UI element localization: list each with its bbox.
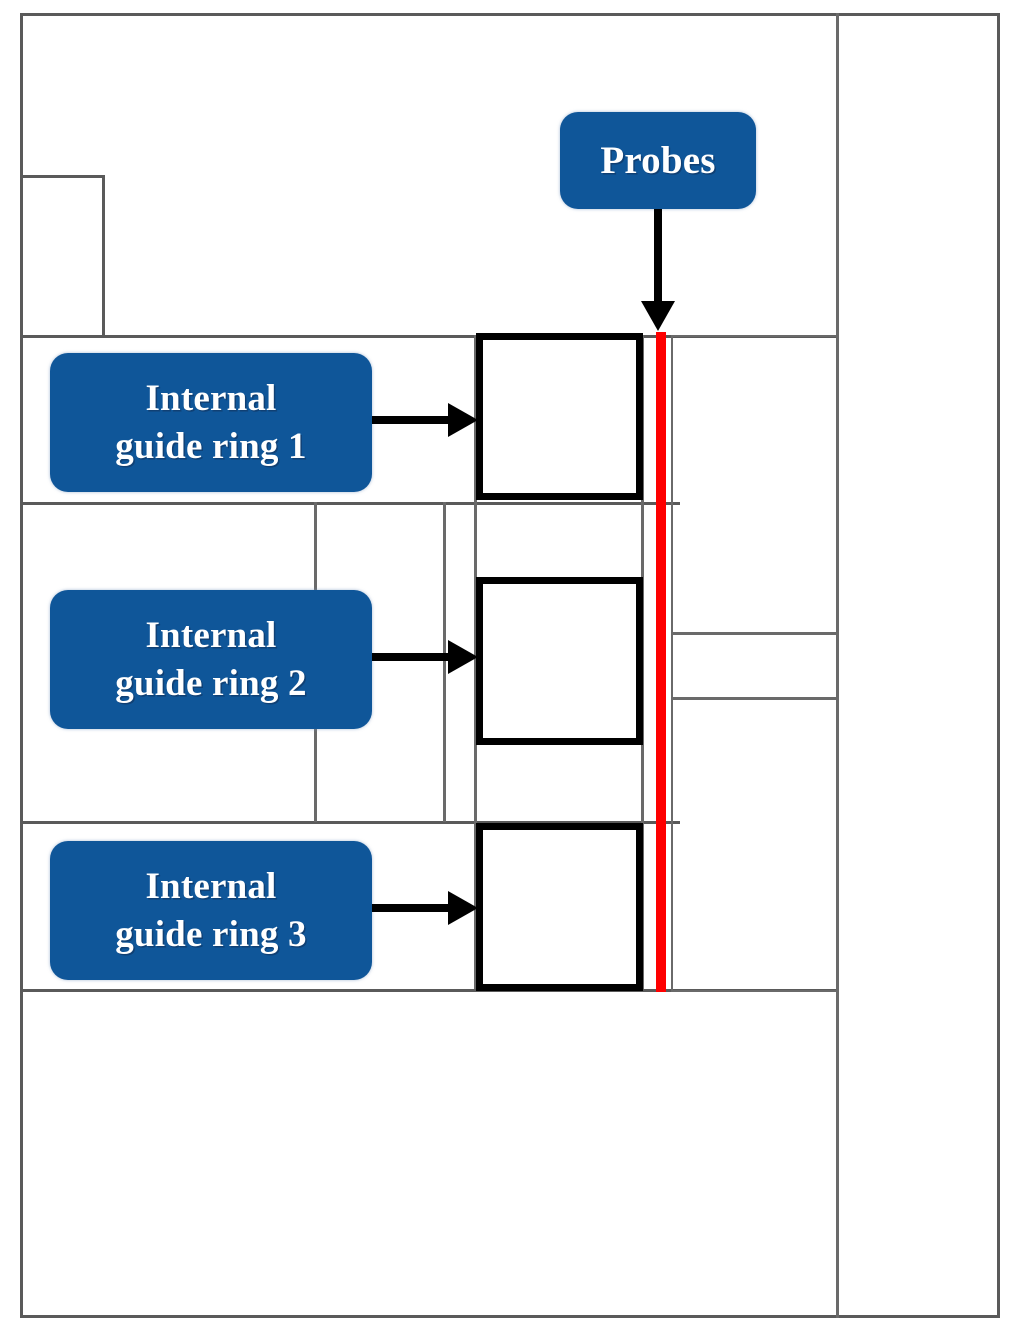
callout-internal-guide-ring-3[interactable]: Internal guide ring 3 xyxy=(50,841,372,980)
ring1-arrow-head xyxy=(448,403,478,437)
callout-probes[interactable]: Probes xyxy=(560,112,756,209)
probe-line xyxy=(656,332,666,992)
probes-arrow-head xyxy=(641,301,675,331)
band-separator-2-3 xyxy=(20,821,680,824)
upper-left-chamber xyxy=(20,175,105,338)
band-separator-bottom xyxy=(20,989,838,992)
guide-ring-box-1 xyxy=(476,333,643,500)
band-separator-top xyxy=(20,335,838,338)
right-chamber-segment-3 xyxy=(671,698,838,992)
ring1-arrow-shaft xyxy=(372,416,450,424)
band-separator-1-2 xyxy=(20,502,680,505)
mid-band-divider-center xyxy=(443,502,446,822)
ring2-arrow-shaft xyxy=(372,653,450,661)
callout-internal-guide-ring-2-label: Internal guide ring 2 xyxy=(115,615,307,704)
probes-arrow-shaft xyxy=(654,209,662,304)
callout-internal-guide-ring-1[interactable]: Internal guide ring 1 xyxy=(50,353,372,492)
guide-ring-box-3 xyxy=(476,823,643,991)
callout-internal-guide-ring-3-label: Internal guide ring 3 xyxy=(115,866,307,955)
right-chamber-segment-1 xyxy=(671,335,838,634)
ring3-arrow-head xyxy=(448,891,478,925)
ring3-arrow-shaft xyxy=(372,904,450,912)
callout-probes-label: Probes xyxy=(600,138,716,182)
callout-internal-guide-ring-2[interactable]: Internal guide ring 2 xyxy=(50,590,372,729)
guide-ring-box-2 xyxy=(476,577,643,745)
outer-frame xyxy=(20,13,1000,1318)
right-chamber-segment-2 xyxy=(671,633,838,699)
callout-internal-guide-ring-1-label: Internal guide ring 1 xyxy=(115,378,307,467)
ring2-arrow-head xyxy=(448,640,478,674)
